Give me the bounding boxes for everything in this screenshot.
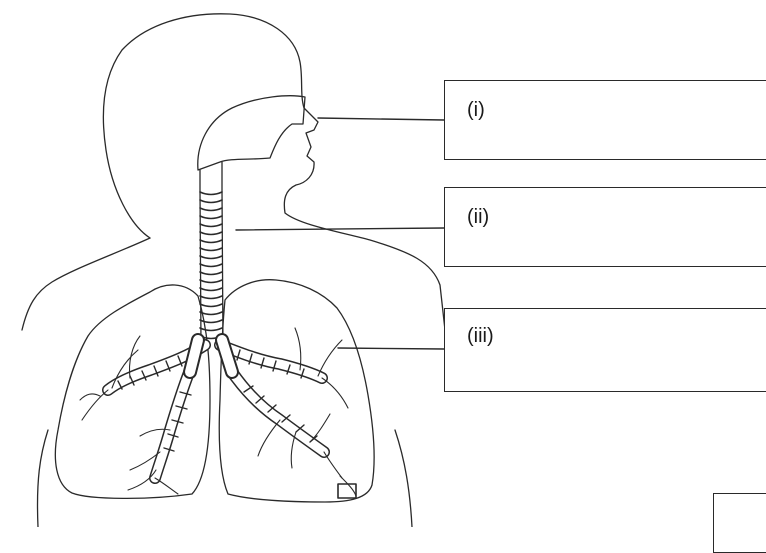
pointer-line-i: [318, 118, 444, 120]
nasal-cavity: [198, 96, 305, 170]
trachea-right: [222, 162, 223, 345]
trachea-left: [200, 170, 201, 345]
body-outline: [103, 14, 445, 330]
label-i: (i): [467, 99, 485, 122]
arm-left-line: [37, 430, 48, 527]
bronchioles: [80, 328, 356, 496]
label-box-ii[interactable]: (ii): [444, 187, 766, 267]
pointer-line-iii: [338, 348, 444, 349]
pointer-line-ii: [236, 228, 444, 230]
shoulder-left: [22, 238, 150, 330]
label-ii: (ii): [467, 206, 489, 229]
arm-right-line: [395, 430, 412, 527]
label-box-iv[interactable]: [713, 493, 766, 553]
label-box-i[interactable]: (i): [444, 80, 766, 160]
label-iii: (iii): [467, 325, 494, 348]
label-box-iii[interactable]: (iii): [444, 308, 766, 392]
